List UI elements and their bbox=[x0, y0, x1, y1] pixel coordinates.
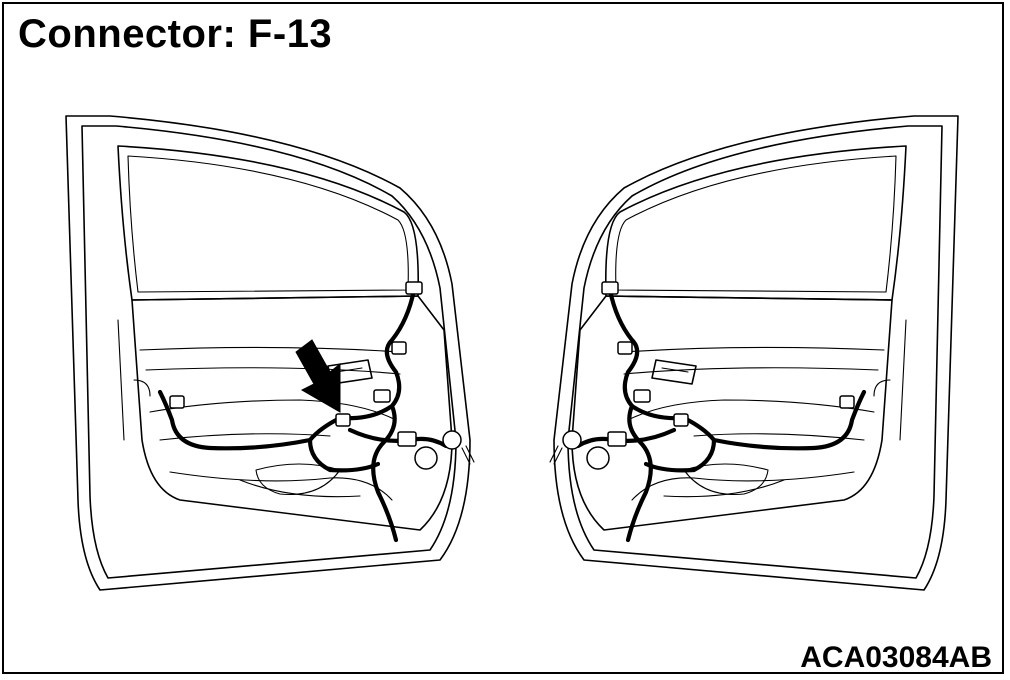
figure-code: ACA03084AB bbox=[800, 641, 992, 674]
connector-f13-left bbox=[335, 413, 351, 427]
right-door bbox=[549, 115, 959, 591]
arrow-indicator-icon bbox=[295, 339, 341, 413]
diagram-title: Connector: F-13 bbox=[18, 12, 333, 56]
left-door bbox=[65, 115, 475, 591]
